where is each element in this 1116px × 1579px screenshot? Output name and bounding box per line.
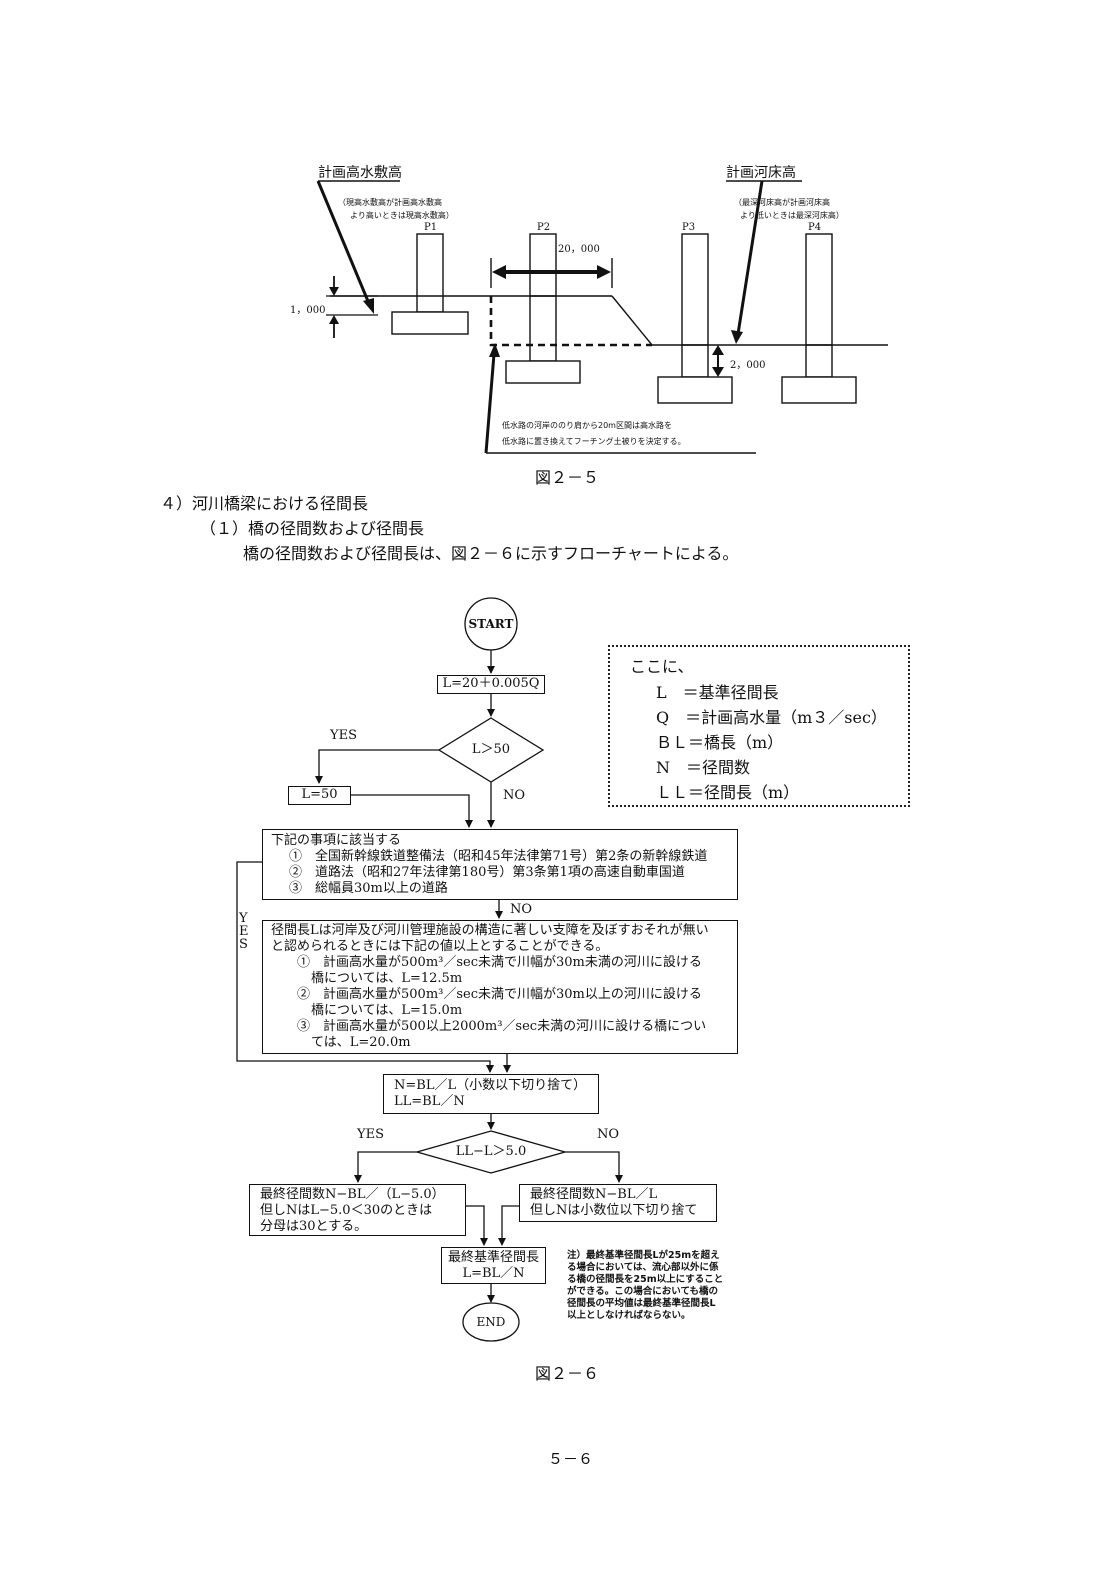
note-line-1: 注）最終基準径間長Lが25mを超え bbox=[567, 1250, 720, 1261]
exception-line-6: 橋については、L=15.0m bbox=[311, 1003, 463, 1018]
rules-title: 下記の事項に該当する bbox=[271, 833, 402, 848]
dimension-2000: 2，000 bbox=[730, 360, 766, 371]
section-body: 橋の径間数および径間長は、図２－６に示すフローチャートによる。 bbox=[243, 544, 739, 563]
caption-figure-2-5: 図２－５ bbox=[535, 468, 600, 487]
end-terminal: END bbox=[476, 1315, 506, 1329]
dimension-1000: 1，000 bbox=[290, 305, 326, 316]
figure-2-5-drawing bbox=[316, 180, 888, 454]
note-left-line-1: （現高水敷高が計画高水敷高 bbox=[338, 198, 442, 207]
note-right-line-2: より低いときは最深河床高） bbox=[740, 211, 844, 220]
note-line-4: ができる。この場合においても橋の bbox=[567, 1286, 719, 1297]
label-planned-riverbed: 計画河床高 bbox=[726, 165, 796, 181]
note-right-line-1: （最深河床高が計画河床高 bbox=[734, 198, 830, 207]
final-count-yes-line-2: 但しNはL−5.0＜30のときは bbox=[260, 1203, 433, 1218]
note-line-5: 径間長の平均値は最終基準径間長L bbox=[567, 1298, 716, 1309]
yes-label-vertical: YES bbox=[239, 911, 249, 952]
exception-line-8: ては、L=20.0m bbox=[311, 1035, 411, 1050]
no-label-2: NO bbox=[510, 902, 533, 917]
no-label-3: NO bbox=[597, 1127, 620, 1142]
final-count-no-box: 最終径間数N−BL／L 但しNは小数位以下切り捨て bbox=[519, 1184, 717, 1222]
label-planned-high-water-bed: 計画高水敷高 bbox=[318, 165, 402, 181]
note-left-line-2: より高いときは現高水敷高） bbox=[350, 211, 454, 220]
bottom-note-line-2: 低水路に置き換えてフーチング土被りを決定する。 bbox=[502, 437, 686, 446]
bottom-note-line-1: 低水路の河岸ののり肩から20m区間は高水路を bbox=[502, 421, 672, 430]
rules-item-2: ② 道路法（昭和27年法律第180号）第3条第1項の高速自動車国道 bbox=[289, 865, 685, 880]
decision-ll-minus-l: LL−L＞5.0 bbox=[455, 1144, 527, 1159]
yes-label-2: YES bbox=[357, 1127, 384, 1142]
note-line-2: る場合においては、流心部以外に係 bbox=[567, 1262, 719, 1273]
legend-line-bl: ＢＬ＝橋長（m） bbox=[656, 733, 784, 752]
exception-line-5: ② 計画高水量が500m³／sec未満で川幅が30m以上の河川に設ける bbox=[297, 987, 702, 1002]
final-count-no-line-2: 但しNは小数位以下切り捨て bbox=[530, 1203, 698, 1218]
section-heading: ４）河川橋梁における径間長 bbox=[160, 494, 369, 513]
decision-l-over-50: L＞50 bbox=[471, 742, 511, 757]
rules-item-1: ① 全国新幹線鉄道整備法（昭和45年法律第71号）第2条の新幹線鉄道 bbox=[289, 849, 708, 864]
flowchart-note: 注）最終基準径間長Lが25mを超え る場合においては、流心部以外に係 る橋の径間… bbox=[567, 1250, 723, 1322]
note-line-6: 以上としなければならない。 bbox=[567, 1310, 691, 1321]
final-count-yes-line-3: 分母は30とする。 bbox=[260, 1219, 368, 1234]
figure-2-6-connectors bbox=[236, 597, 623, 1342]
pier-label-p3: P3 bbox=[682, 222, 696, 233]
span-count-line-2: LL=BL／N bbox=[394, 1094, 465, 1109]
legend-box: ここに、 L ＝基準径間長 Q ＝計画高水量（m３／sec） ＢＬ＝橋長（m） … bbox=[608, 645, 910, 807]
legend-line-q: Q ＝計画高水量（m３／sec） bbox=[656, 708, 887, 727]
pier-label-p4: P4 bbox=[808, 222, 822, 233]
page-number: ５－６ bbox=[548, 1450, 594, 1468]
final-standard-span-box: 最終基準径間長 L=BL／N bbox=[441, 1247, 546, 1284]
final-count-no-line-1: 最終径間数N−BL／L bbox=[530, 1187, 658, 1202]
final-standard-span-line-1: 最終基準径間長 bbox=[447, 1250, 539, 1265]
dimension-20000: 20，000 bbox=[558, 244, 600, 255]
exception-line-3: ① 計画高水量が500m³／sec未満で川幅が30m未満の河川に設ける bbox=[297, 955, 702, 970]
final-count-yes-box: 最終径間数N−BL／（L−5.0） 但しNはL−5.0＜30のときは 分母は30… bbox=[249, 1184, 466, 1236]
exception-box: 径間長Lは河岸及び河川管理施設の構造に著しい支障を及ぼすおそれが無い と認められ… bbox=[262, 920, 738, 1054]
pier-label-p2: P2 bbox=[537, 222, 551, 233]
start-terminal: START bbox=[468, 617, 514, 631]
final-count-yes-line-1: 最終径間数N−BL／（L−5.0） bbox=[260, 1187, 445, 1202]
pier-label-p1: P1 bbox=[424, 222, 438, 233]
rules-item-3: ③ 総幅員30m以上の道路 bbox=[289, 881, 448, 896]
span-count-line-1: N=BL／L（小数以下切り捨て） bbox=[394, 1078, 587, 1093]
exception-line-1: 径間長Lは河岸及び河川管理施設の構造に著しい支障を及ぼすおそれが無い bbox=[271, 923, 709, 938]
exception-line-7: ③ 計画高水量が500以上2000m³／sec未満の河川に設ける橋につい bbox=[297, 1019, 707, 1034]
no-label-1: NO bbox=[503, 788, 526, 803]
rules-box: 下記の事項に該当する ① 全国新幹線鉄道整備法（昭和45年法律第71号）第2条の… bbox=[262, 829, 738, 900]
l50-box: L=50 bbox=[288, 786, 351, 805]
section-subheading: （１）橋の径間数および径間長 bbox=[200, 519, 425, 538]
exception-line-4: 橋については、L=12.5m bbox=[311, 971, 463, 986]
legend-line-l: L ＝基準径間長 bbox=[656, 683, 779, 702]
yes-label-1: YES bbox=[330, 728, 357, 743]
final-standard-span-line-2: L=BL／N bbox=[462, 1266, 525, 1281]
legend-line-intro: ここに、 bbox=[630, 657, 694, 676]
caption-figure-2-6: 図２－６ bbox=[535, 1364, 600, 1383]
calc-box: L=20＋0.005Q bbox=[437, 675, 545, 694]
exception-line-2: と認められるときには下記の値以上とすることができる。 bbox=[271, 939, 609, 954]
span-count-box: N=BL／L（小数以下切り捨て） LL=BL／N bbox=[383, 1074, 599, 1114]
legend-line-ll: ＬＬ＝径間長（m） bbox=[656, 783, 800, 802]
note-line-3: る橋の径間長を25m以上にすること bbox=[567, 1274, 724, 1285]
legend-line-n: N ＝径間数 bbox=[656, 758, 751, 777]
